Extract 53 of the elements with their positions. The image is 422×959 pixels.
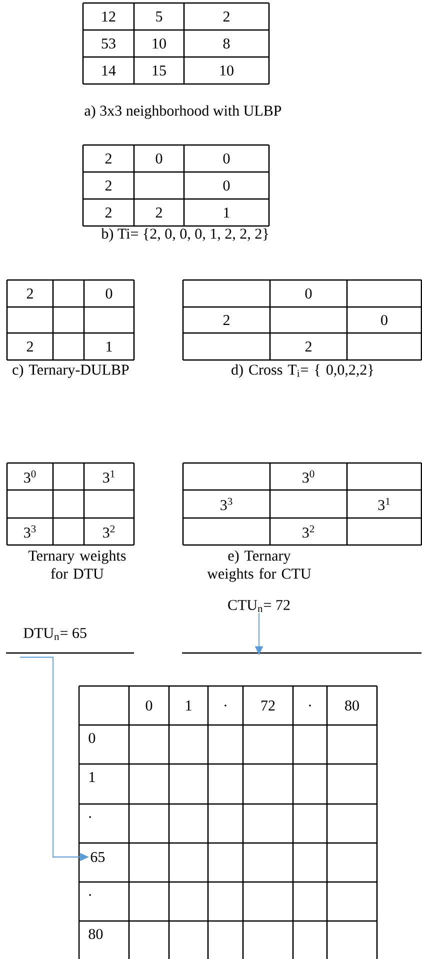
cell-value: 0 xyxy=(381,314,388,326)
cell-value: 8 xyxy=(223,38,230,49)
cell-value: 1 xyxy=(90,772,95,782)
cell-value: 0 xyxy=(156,153,162,164)
cell-value: 0 xyxy=(223,153,230,164)
cell-value: 2 xyxy=(223,315,230,325)
cell-value: 72 xyxy=(261,700,275,710)
cell-value: 0 xyxy=(146,700,152,711)
cell-value: 1 xyxy=(186,700,192,710)
cell-value: 2 xyxy=(305,342,312,352)
cell-value: 2 xyxy=(223,12,230,22)
cell-value: 2 xyxy=(26,342,33,352)
cell-value: 0 xyxy=(106,288,112,299)
cell-value: 3$^{0}$ xyxy=(24,470,36,483)
cell-value: 0 xyxy=(88,732,96,744)
cell-value: 3$^{3}$ xyxy=(24,525,36,538)
cell-value: 80 xyxy=(88,928,103,940)
caption: DTU$_{n}$= 65 xyxy=(24,628,86,640)
cell-value: 80 xyxy=(345,700,359,711)
cell-value: 2 xyxy=(105,154,112,164)
cell-value: . xyxy=(89,894,91,896)
caption: b) Ti= {2, 0, 0, 0, 1, 2, 2, 2} xyxy=(101,228,268,242)
cell-value: 53 xyxy=(102,38,116,49)
cell-value: . xyxy=(89,816,91,818)
cell-value: 1 xyxy=(224,208,230,218)
cell-value: 2 xyxy=(105,180,112,190)
cell-value: 10 xyxy=(220,65,234,76)
cell-value: 2 xyxy=(26,288,33,298)
caption: CTU$_{n}$= 72 xyxy=(228,600,290,612)
cell-value: 3$^{1}$ xyxy=(378,498,390,510)
cell-value: 2 xyxy=(156,208,162,218)
cell-value: 3$^{3}$ xyxy=(220,498,232,510)
row-header: 65 xyxy=(90,852,105,862)
cell-value: 15 xyxy=(152,66,166,76)
cell-value: 1 xyxy=(106,342,112,352)
caption: d) Cross T$_{i}$= { 0,0,2,2} xyxy=(232,364,373,378)
cell-value: 3$^{2}$ xyxy=(302,525,314,538)
cell-value: 0 xyxy=(305,288,312,299)
cell-value: 3$^{1}$ xyxy=(103,470,114,483)
caption: Ternary weights for DTU xyxy=(28,550,126,579)
cell-value: 3$^{0}$ xyxy=(302,470,314,483)
cell-value: 3$^{2}$ xyxy=(103,525,115,538)
cell-value: . xyxy=(309,704,311,706)
cell-value: 10 xyxy=(152,38,166,49)
cell-value: 14 xyxy=(102,66,116,76)
caption: e) Ternary weights for CTU xyxy=(207,550,311,582)
cell-value: 0 xyxy=(223,180,230,191)
cell-value: 12 xyxy=(102,12,116,22)
cell-value: 2 xyxy=(105,208,112,218)
cell-value: 5 xyxy=(156,12,162,22)
cell-value: . xyxy=(224,704,226,706)
caption: a) 3x3 neighborhood with ULBP xyxy=(84,105,282,119)
caption: c) Ternary-DULBP xyxy=(12,364,129,378)
